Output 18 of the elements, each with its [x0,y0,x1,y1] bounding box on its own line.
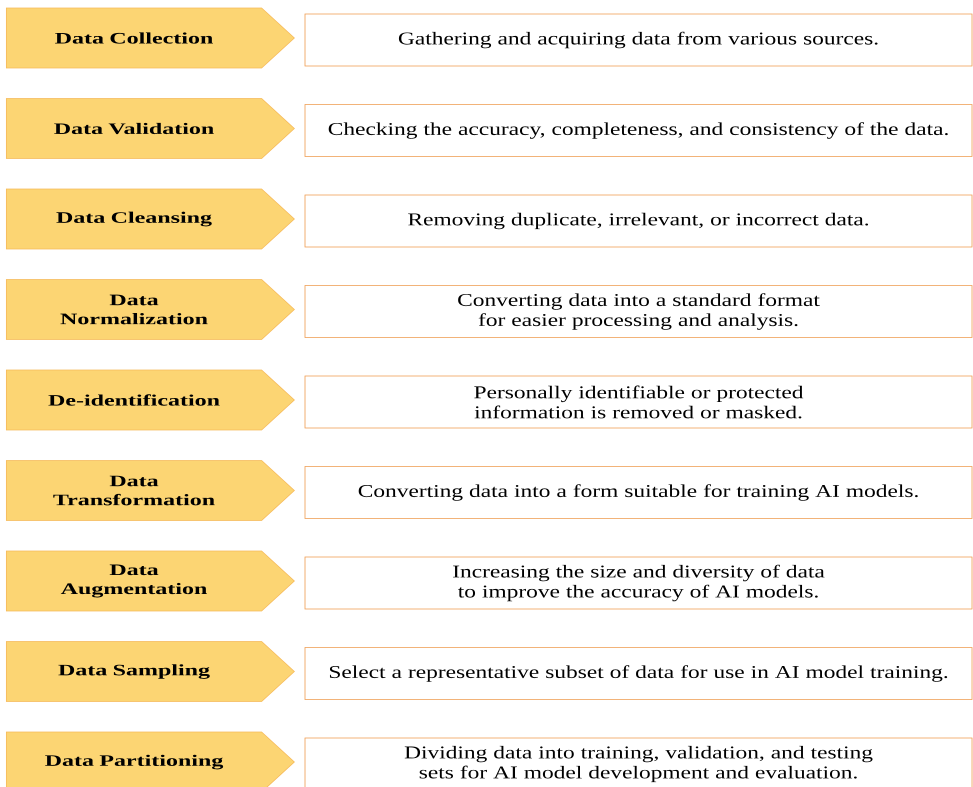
step-label-box: Data Partitioning [6,732,295,787]
description-box: Checking the accuracy, completeness, and consistency of the data. [304,104,972,157]
description-box: Select a representative subset of data for use in AI model training. [304,647,972,700]
description-box: Personally identifiable or protected information is removed or masked. [304,376,972,428]
description-box: Removing duplicate, irrelevant, or incorrect data. [304,194,972,248]
step-label-box: Data Normalization [6,279,295,340]
description-box: Gathering and acquiring data from various sources. [304,14,972,66]
step-label-box: Data Sampling [6,641,295,702]
step-label-box: Data Collection [6,8,295,68]
description-box: Converting data into a form suitable for training AI models. [304,466,972,519]
description-box: Increasing the size and diversity of data to improve the accuracy of AI models. [304,556,972,610]
description-box: Dividing data into training, validation, and testing sets for AI model development and evaluation. [304,738,972,787]
step-label-box: De-identification [6,370,295,430]
step-label-box: Data Augmentation [6,550,295,612]
step-label-box: Data Cleansing [6,188,295,250]
step-label-box: Data Validation [6,98,295,159]
step-label-box: Data Transformation [6,460,295,521]
description-box: Converting data into a standard format for easier processing and analysis. [304,285,972,338]
